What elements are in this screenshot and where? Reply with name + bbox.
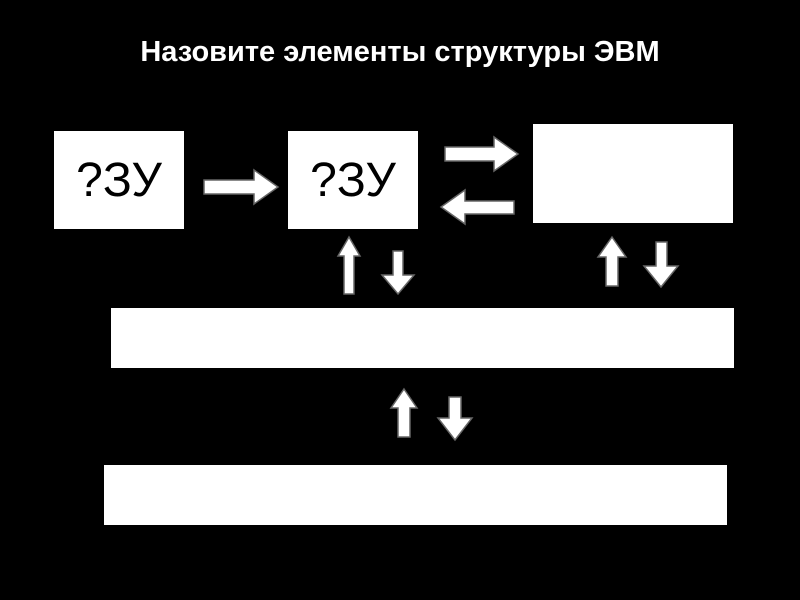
- internal-memory-label: ?ЗУ: [310, 153, 396, 207]
- external-memory-label: ?ЗУ: [76, 153, 162, 207]
- arrow-right-ext-to-int: [203, 168, 280, 206]
- arrow-down-int: [380, 250, 416, 296]
- page-title: Назовите элементы структуры ЭВМ: [140, 36, 660, 68]
- arrow-up-int: [336, 235, 362, 295]
- internal-memory-box: ?ЗУ: [288, 131, 418, 229]
- arrow-up-bars: [389, 387, 419, 438]
- blank-bar-bottom: [104, 465, 727, 525]
- arrow-up-top-right: [596, 235, 628, 287]
- external-memory-box: ?ЗУ: [54, 131, 184, 229]
- arrow-down-top-right: [642, 241, 680, 289]
- arrow-left-top-right-to-int: [439, 188, 515, 226]
- blank-bar-middle: [111, 308, 734, 368]
- arrow-down-bars: [436, 396, 474, 442]
- arrow-right-int-to-top-right: [444, 135, 520, 173]
- blank-box-top-right: [533, 124, 733, 223]
